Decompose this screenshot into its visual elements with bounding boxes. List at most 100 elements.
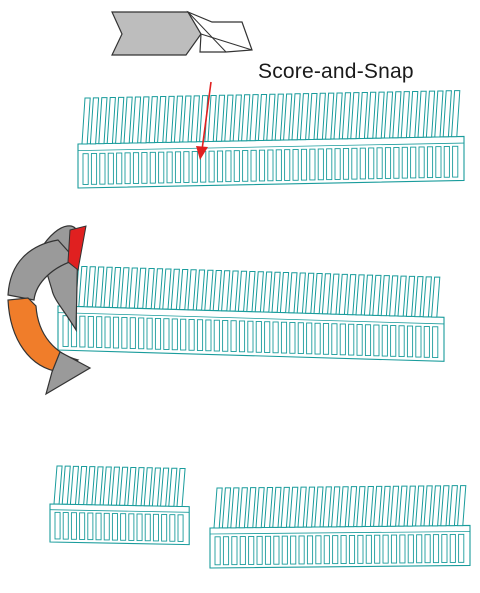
snapped-strip-right-pin — [281, 487, 289, 527]
score-strip-middle-pin — [129, 268, 137, 308]
score-strip-middle-pin — [289, 273, 297, 313]
snapped-strip-right-pin — [214, 488, 222, 528]
score-strip-top-pin — [452, 91, 460, 137]
snapped-strip-right-pin — [315, 487, 323, 527]
snapped-strip-right-pin — [407, 486, 415, 526]
snapped-strip-left-pin — [128, 467, 136, 505]
score-strip-top-pin — [351, 93, 359, 139]
score-strip-top-pin — [82, 98, 90, 144]
score-strip-middle-pin — [79, 267, 87, 307]
score-strip-top-pin — [426, 91, 434, 137]
score-strip-top-pin — [284, 94, 292, 140]
snapped-strip-right-pin — [432, 486, 440, 526]
snapped-strip-right-pin — [239, 488, 247, 528]
snapped-strip-right-pin — [290, 487, 298, 527]
score-strip-middle-pin — [112, 268, 120, 308]
snapped-strip-right-pin — [399, 486, 407, 526]
score-strip-middle-pin — [146, 269, 154, 309]
score-strip-middle-pin — [154, 269, 162, 309]
snapped-strip-right — [210, 486, 470, 568]
score-strip-middle — [58, 266, 444, 361]
score-strip-top-pin — [418, 91, 426, 137]
score-strip-top-pin — [317, 93, 325, 139]
snapped-strip-left-pin — [79, 466, 87, 504]
snapped-strip-right-pin — [256, 488, 264, 528]
score-strip-middle-pin — [264, 272, 272, 312]
score-strip-top-pin — [334, 93, 342, 139]
score-strip-middle-pin — [121, 268, 129, 308]
snapped-strip-right-pin — [231, 488, 239, 528]
score-strip-middle-pin — [398, 276, 406, 316]
score-strip-top-pin — [191, 96, 199, 142]
score-strip-top-pin — [309, 93, 317, 139]
score-strip-middle-pin — [230, 271, 238, 311]
score-strip-middle-pin — [373, 275, 381, 315]
snapped-strip-right-pin — [458, 486, 466, 526]
score-strip-middle-pin — [213, 271, 221, 311]
score-strip-middle-pin — [364, 275, 372, 315]
snapped-strip-right-pin — [441, 486, 449, 526]
snapped-strip-left-pin — [136, 468, 144, 506]
score-strip-top-pin — [233, 95, 241, 141]
score-strip-top-pin — [141, 97, 149, 143]
score-strip-middle-pin — [322, 274, 330, 314]
score-strip-top-pin — [368, 92, 376, 138]
snapped-strip-left-pin — [87, 467, 95, 505]
score-strip-middle-pin — [163, 269, 171, 309]
score-strip-middle-pin — [238, 271, 246, 311]
score-strip-middle-pin — [415, 277, 423, 317]
score-strip-top-pin — [300, 94, 308, 140]
snapped-strip-left-pin — [95, 467, 103, 505]
score-strip-top-pin — [116, 97, 124, 143]
snapped-strip-left-pin — [70, 466, 78, 504]
snapped-strip-right-pin — [348, 487, 356, 527]
snapped-strip-left — [50, 466, 189, 545]
score-strip-top-pin — [149, 97, 157, 143]
score-strip-middle-pin — [272, 272, 280, 312]
score-strip-top-pin — [342, 93, 350, 139]
score-strip-middle-pin — [390, 276, 398, 316]
score-strip-middle-pin — [138, 268, 146, 308]
score-strip-top-pin — [174, 96, 182, 142]
score-strip-top-pin — [107, 97, 115, 143]
score-strip-top-pin — [393, 92, 401, 138]
score-strip-middle-pin — [188, 270, 196, 310]
snapped-strip-right-pin — [264, 487, 272, 527]
score-strip-top-pin — [435, 91, 443, 137]
score-strip-top-pin — [275, 94, 283, 140]
score-strip-middle-pin — [348, 275, 356, 315]
snapped-strip-right-pin — [390, 486, 398, 526]
score-strip-top-pin — [166, 96, 174, 142]
snapped-strip-right-pin — [306, 487, 314, 527]
snapped-strip-right-pin — [323, 487, 331, 527]
snapped-strip-right-pin — [222, 488, 230, 528]
score-strip-middle-pin — [423, 277, 431, 317]
snapped-strip-left-pin — [54, 466, 62, 504]
score-strip-top — [78, 91, 464, 188]
score-strip-top-pin — [216, 95, 224, 141]
snapped-strip-left-pin — [177, 468, 185, 506]
score-strip-middle-pin — [356, 275, 364, 315]
score-strip-top-pin — [90, 98, 98, 144]
score-strip-top-pin — [132, 97, 140, 143]
score-strip-middle-pin — [222, 271, 230, 311]
snapped-strip-left-pin — [169, 468, 177, 506]
score-strip-middle-pin — [381, 276, 389, 316]
snapped-strip-left-pin — [144, 468, 152, 506]
score-strip-middle-pin — [205, 270, 213, 310]
snapped-strip-right-pin — [298, 487, 306, 527]
snapped-strip-right-pin — [382, 486, 390, 526]
score-strip-top-pin — [376, 92, 384, 138]
score-strip-top-pin — [410, 91, 418, 137]
score-strip-middle-pin — [180, 270, 188, 310]
score-strip-middle-pin — [87, 267, 95, 307]
score-strip-top-pin — [99, 98, 107, 144]
score-strip-top-pin — [326, 93, 334, 139]
snapped-strip-left-pin — [161, 468, 169, 506]
score-strip-top-pin — [250, 95, 258, 141]
score-strip-top-pin — [158, 96, 166, 142]
snapped-strip-right-pin — [332, 487, 340, 527]
score-strip-top-pin — [359, 92, 367, 138]
